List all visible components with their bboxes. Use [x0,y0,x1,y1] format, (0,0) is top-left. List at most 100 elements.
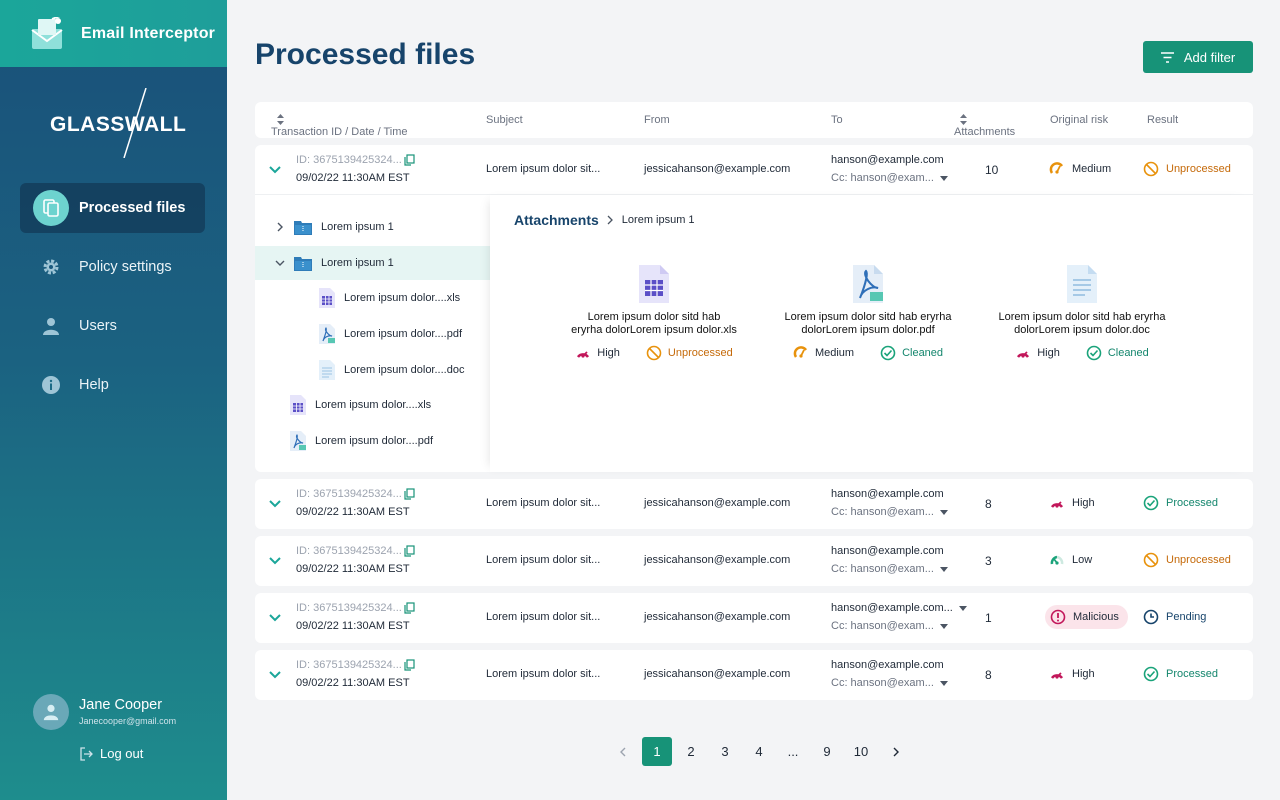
row-to: hanson@example.com [831,154,944,166]
row-cc[interactable]: Cc: hanson@exam... [831,172,948,184]
page-button[interactable]: 4 [755,744,763,759]
table-row[interactable]: ID: 3675139425324... 09/02/22 11:30AM ES… [255,479,1253,529]
nav-label: Help [79,377,109,393]
result-pending: Pending [1143,609,1206,625]
row-cc[interactable]: Cc: hanson@exam... [831,620,948,632]
page-button[interactable]: 9 [823,744,831,759]
pdf-file-icon [290,431,306,451]
row-from: jessicahanson@example.com [644,163,791,175]
header-to: To [831,114,843,126]
nav-label: Users [79,318,117,334]
copy-icon[interactable] [404,602,415,614]
copy-icon[interactable] [404,545,415,557]
result-processed: Processed [1143,666,1218,682]
header-subject: Subject [486,114,523,126]
risk-low: Low [1049,552,1092,568]
tree-folder-selected[interactable]: Lorem ipsum 1 [255,246,490,280]
tree-file[interactable]: Lorem ipsum dolor....xls [290,388,431,422]
page-button[interactable]: 1 [642,737,672,766]
pdf-file-icon [853,265,883,303]
expand-chevron-icon[interactable] [268,609,282,627]
expand-chevron-icon[interactable] [268,552,282,570]
gear-icon [33,249,69,285]
table-row[interactable]: ID: 3675139425324... 09/02/22 11:30AM ES… [255,145,1253,195]
collapse-chevron-icon[interactable] [268,161,282,179]
tree-file[interactable]: Lorem ipsum dolor....doc [319,353,464,387]
tree-file[interactable]: Lorem ipsum dolor....pdf [319,317,462,351]
transaction-date: 09/02/22 11:30AM EST [296,506,410,518]
table-row-expanded: ID: 3675139425324... 09/02/22 11:30AM ES… [255,145,1253,472]
user-email: Janecooper@gmail.com [79,716,177,726]
page-button[interactable]: 3 [721,744,729,759]
user-icon [33,308,69,344]
header-attachments[interactable]: Attachments [954,114,1015,138]
row-cc[interactable]: Cc: hanson@exam... [831,506,948,518]
tree-label: Lorem ipsum dolor....xls [315,399,432,411]
risk-high: High [1049,666,1095,682]
breadcrumb: Attachments Lorem ipsum 1 [514,212,695,228]
caret-down-icon [958,605,967,611]
tree-file[interactable]: Lorem ipsum dolor....xls [319,281,460,315]
logout-button[interactable]: Log out [79,746,143,761]
logout-label: Log out [100,746,144,761]
nav-item-users[interactable]: Users [20,301,205,351]
page-button[interactable]: 10 [853,744,869,759]
result-cleaned: Cleaned [880,345,943,361]
result-unprocessed: Unprocessed [1143,161,1231,177]
row-cc[interactable]: Cc: hanson@exam... [831,563,948,575]
tree-label: Lorem ipsum dolor....xls [344,292,461,304]
tree-file[interactable]: Lorem ipsum dolor....pdf [290,424,433,458]
avatar[interactable] [33,694,69,730]
table-row[interactable]: ID: 3675139425324... 09/02/22 11:30AM ES… [255,536,1253,586]
chevron-right-icon[interactable] [275,222,285,232]
clock-icon [1143,609,1159,625]
nav-item-processed-files[interactable]: Processed files [20,183,205,233]
transaction-id: ID: 3675139425324... [296,545,415,557]
prev-page-button[interactable] [608,737,638,766]
row-subject: Lorem ipsum dolor sit... [486,611,601,623]
brand-name: GLASSWALL [50,113,187,136]
tree-label: Lorem ipsum 1 [321,221,394,233]
transaction-id: ID: 3675139425324... [296,659,415,671]
expand-chevron-icon[interactable] [268,495,282,513]
row-cc[interactable]: Cc: hanson@exam... [831,677,948,689]
copy-icon[interactable] [404,154,415,166]
app-name: Email Interceptor [81,24,216,42]
result-processed: Processed [1143,495,1218,511]
row-to[interactable]: hanson@example.com... [831,602,967,614]
table-row[interactable]: ID: 3675139425324... 09/02/22 11:30AM ES… [255,650,1253,700]
result-unprocessed: Unprocessed [646,345,733,361]
copy-icon[interactable] [404,488,415,500]
breadcrumb-root[interactable]: Attachments [514,212,599,228]
tree-folder[interactable]: Lorem ipsum 1 [255,210,490,244]
documents-icon [33,190,69,226]
table-row[interactable]: ID: 3675139425324... 09/02/22 11:30AM ES… [255,593,1253,643]
expand-chevron-icon[interactable] [268,666,282,684]
row-from: jessicahanson@example.com [644,668,791,680]
header-label: Transaction ID / Date / Time [271,126,408,138]
add-filter-button[interactable]: Add filter [1143,41,1253,73]
nav-item-help[interactable]: Help [20,360,205,410]
row-from: jessicahanson@example.com [644,497,791,509]
row-subject: Lorem ipsum dolor sit... [486,163,601,175]
nav-item-policy-settings[interactable]: Policy settings [20,242,205,292]
copy-icon[interactable] [404,659,415,671]
transaction-date: 09/02/22 11:30AM EST [296,563,410,575]
sort-icon [277,114,284,125]
chevron-down-icon[interactable] [275,258,285,268]
nav-label: Policy settings [79,259,172,275]
sort-icon [960,114,967,125]
next-page-button[interactable] [880,737,910,766]
page-button[interactable]: 2 [687,744,695,759]
gauge-medium-icon [793,346,807,358]
caret-down-icon [939,623,948,629]
risk-medium: Medium [793,345,854,361]
spreadsheet-file-icon [639,265,669,303]
header-transaction[interactable]: Transaction ID / Date / Time [271,114,408,138]
chevron-right-icon [893,747,899,756]
